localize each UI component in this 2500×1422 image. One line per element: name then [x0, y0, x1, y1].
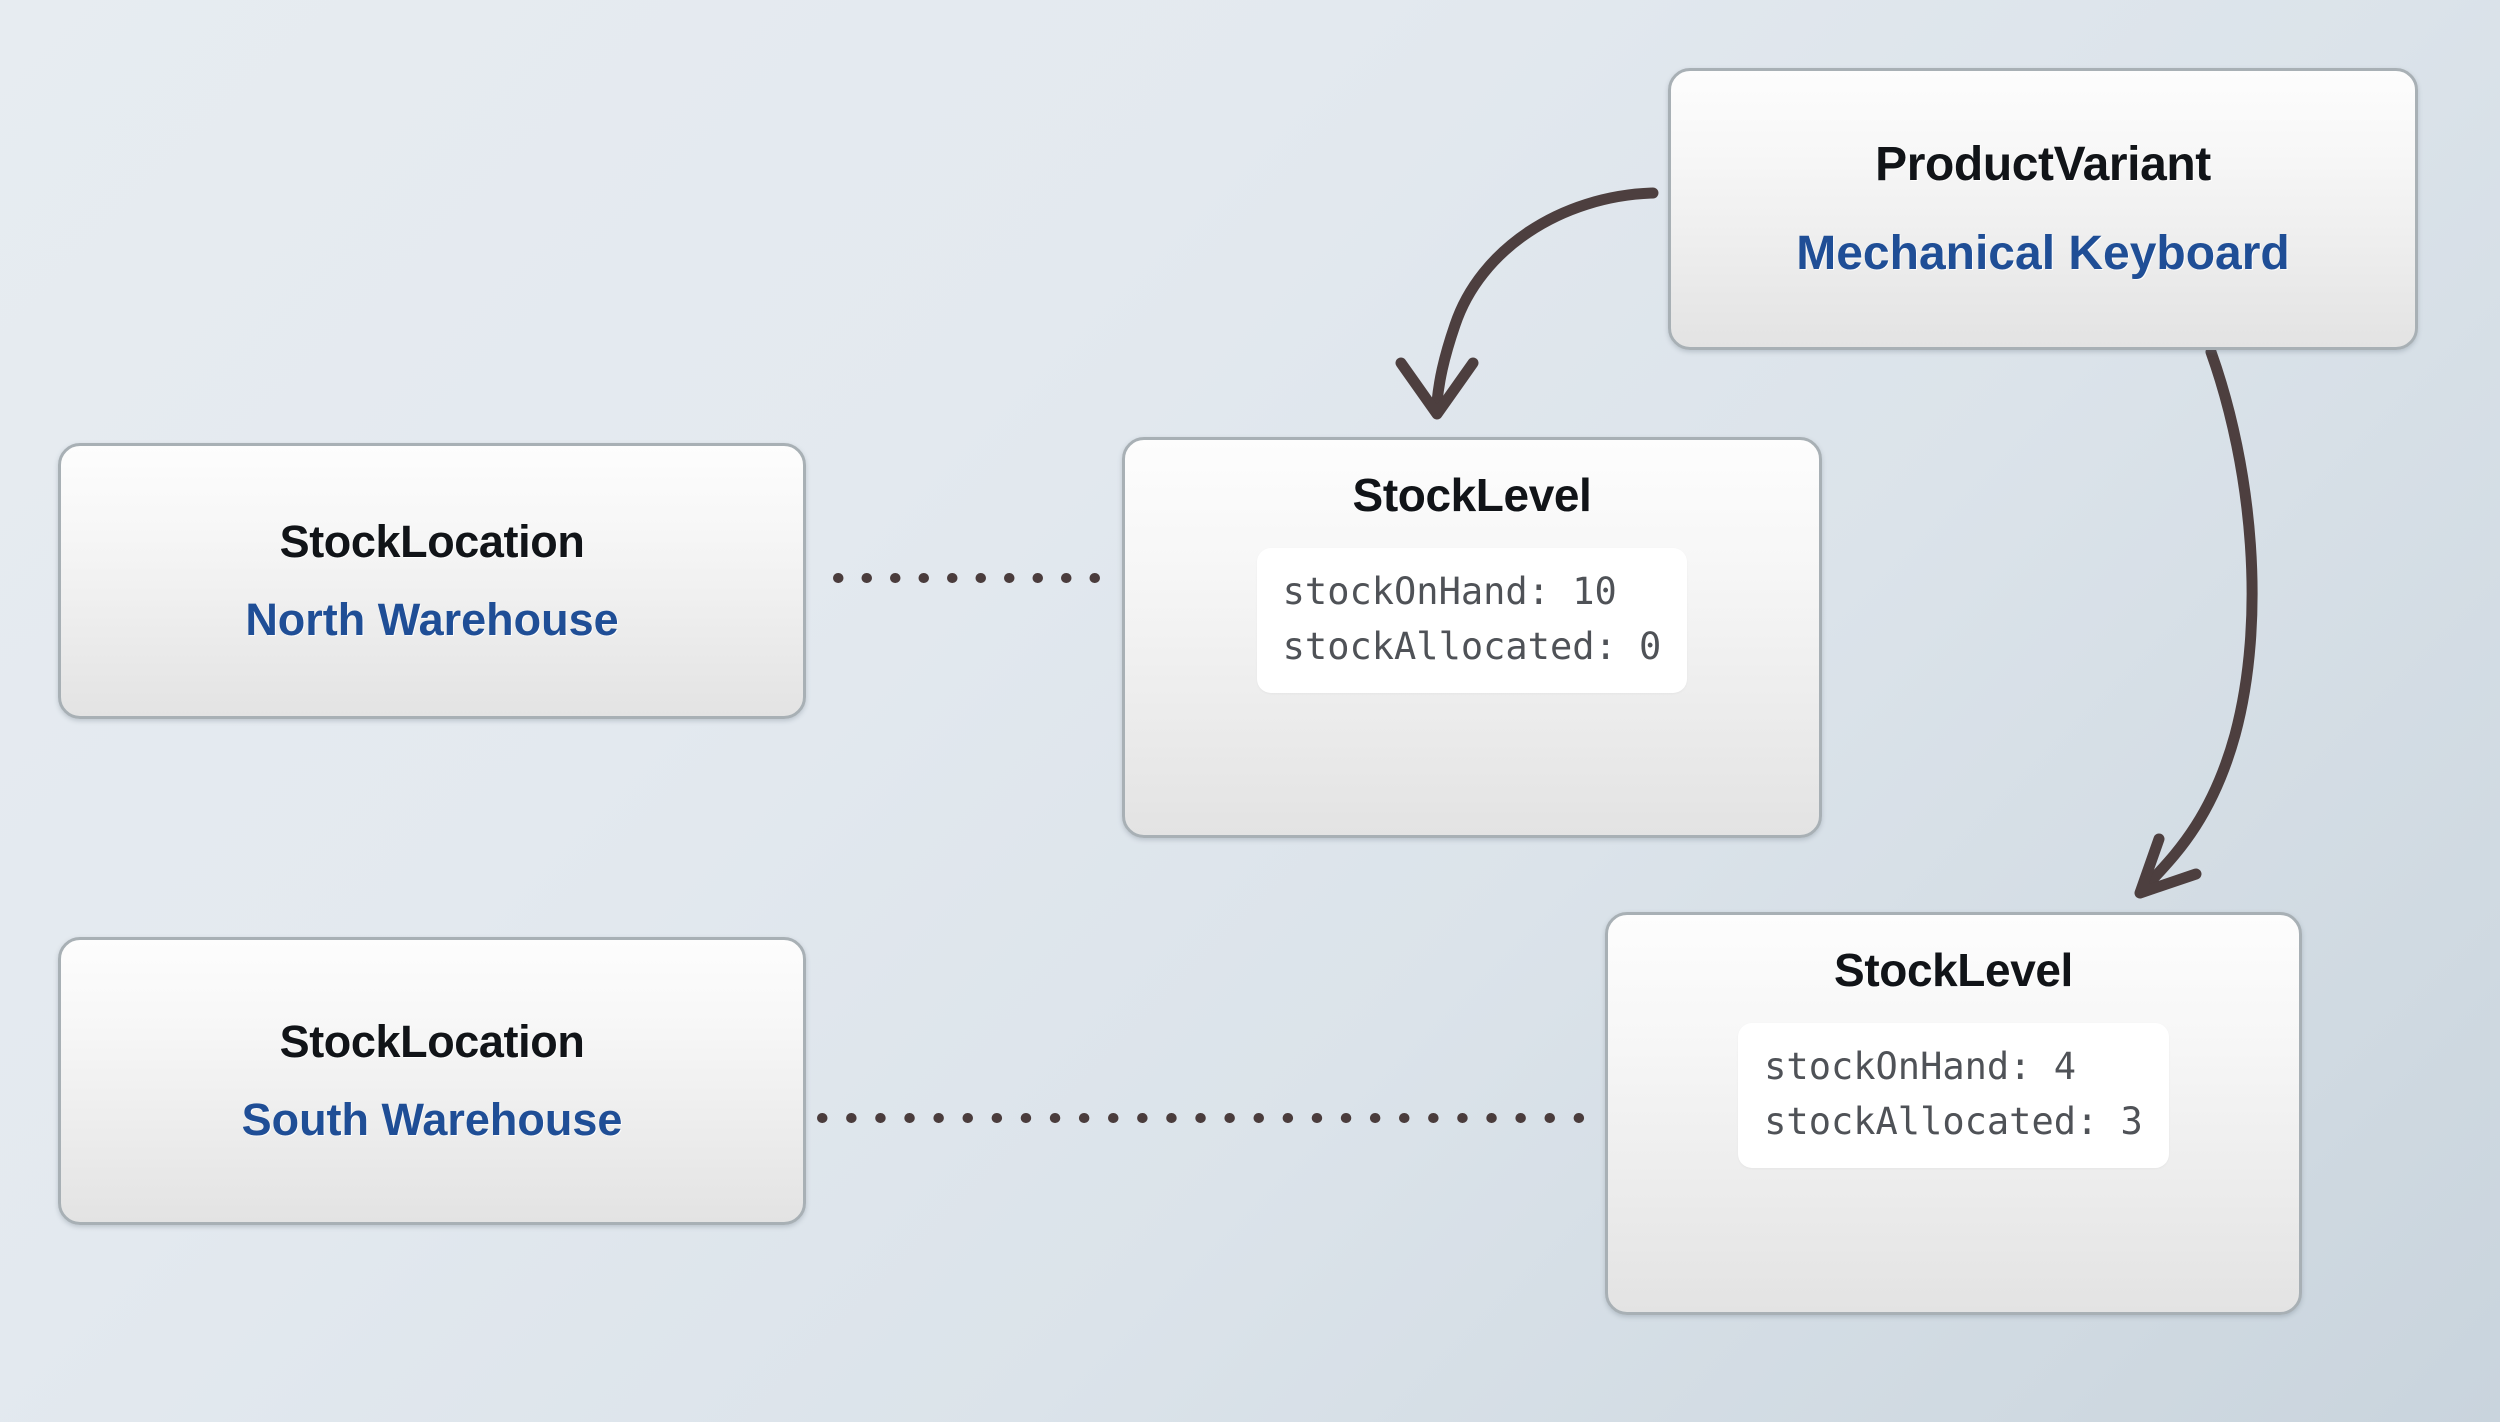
edge-variant-to-stocklevel-south	[2134, 346, 2258, 899]
stock-level-props: stockOnHand: 4 stockAllocated: 3	[1738, 1023, 2169, 1168]
node-stock-level-north[interactable]: StockLevel stockOnHand: 10 stockAllocate…	[1122, 437, 1822, 838]
node-stock-location-north[interactable]: StockLocation North Warehouse	[58, 443, 806, 719]
node-stock-location-south[interactable]: StockLocation South Warehouse	[58, 937, 806, 1225]
prop-stock-allocated: stockAllocated: 0	[1282, 625, 1662, 669]
prop-stock-allocated: stockAllocated: 3	[1764, 1100, 2143, 1144]
stock-level-props: stockOnHand: 10 stockAllocated: 0	[1256, 548, 1688, 693]
node-product-variant[interactable]: ProductVariant Mechanical Keyboard	[1668, 68, 2418, 350]
node-stock-level-south[interactable]: StockLevel stockOnHand: 4 stockAllocated…	[1605, 912, 2302, 1315]
node-entity-label: ProductVariant	[1875, 138, 2211, 191]
node-entity-label: StockLevel	[1834, 944, 2073, 996]
node-entity-label: StockLocation	[279, 516, 585, 567]
node-entity-label: StockLevel	[1352, 469, 1592, 521]
node-entity-label: StockLocation	[279, 1016, 585, 1067]
prop-stock-on-hand: stockOnHand: 10	[1282, 570, 1617, 613]
edge-variant-to-stocklevel-north	[1395, 187, 1659, 420]
node-instance-label: North Warehouse	[245, 594, 619, 645]
node-instance-label: South Warehouse	[241, 1094, 623, 1145]
prop-stock-on-hand: stockOnHand: 4	[1764, 1045, 2077, 1088]
node-instance-label: Mechanical Keyboard	[1796, 227, 2290, 280]
